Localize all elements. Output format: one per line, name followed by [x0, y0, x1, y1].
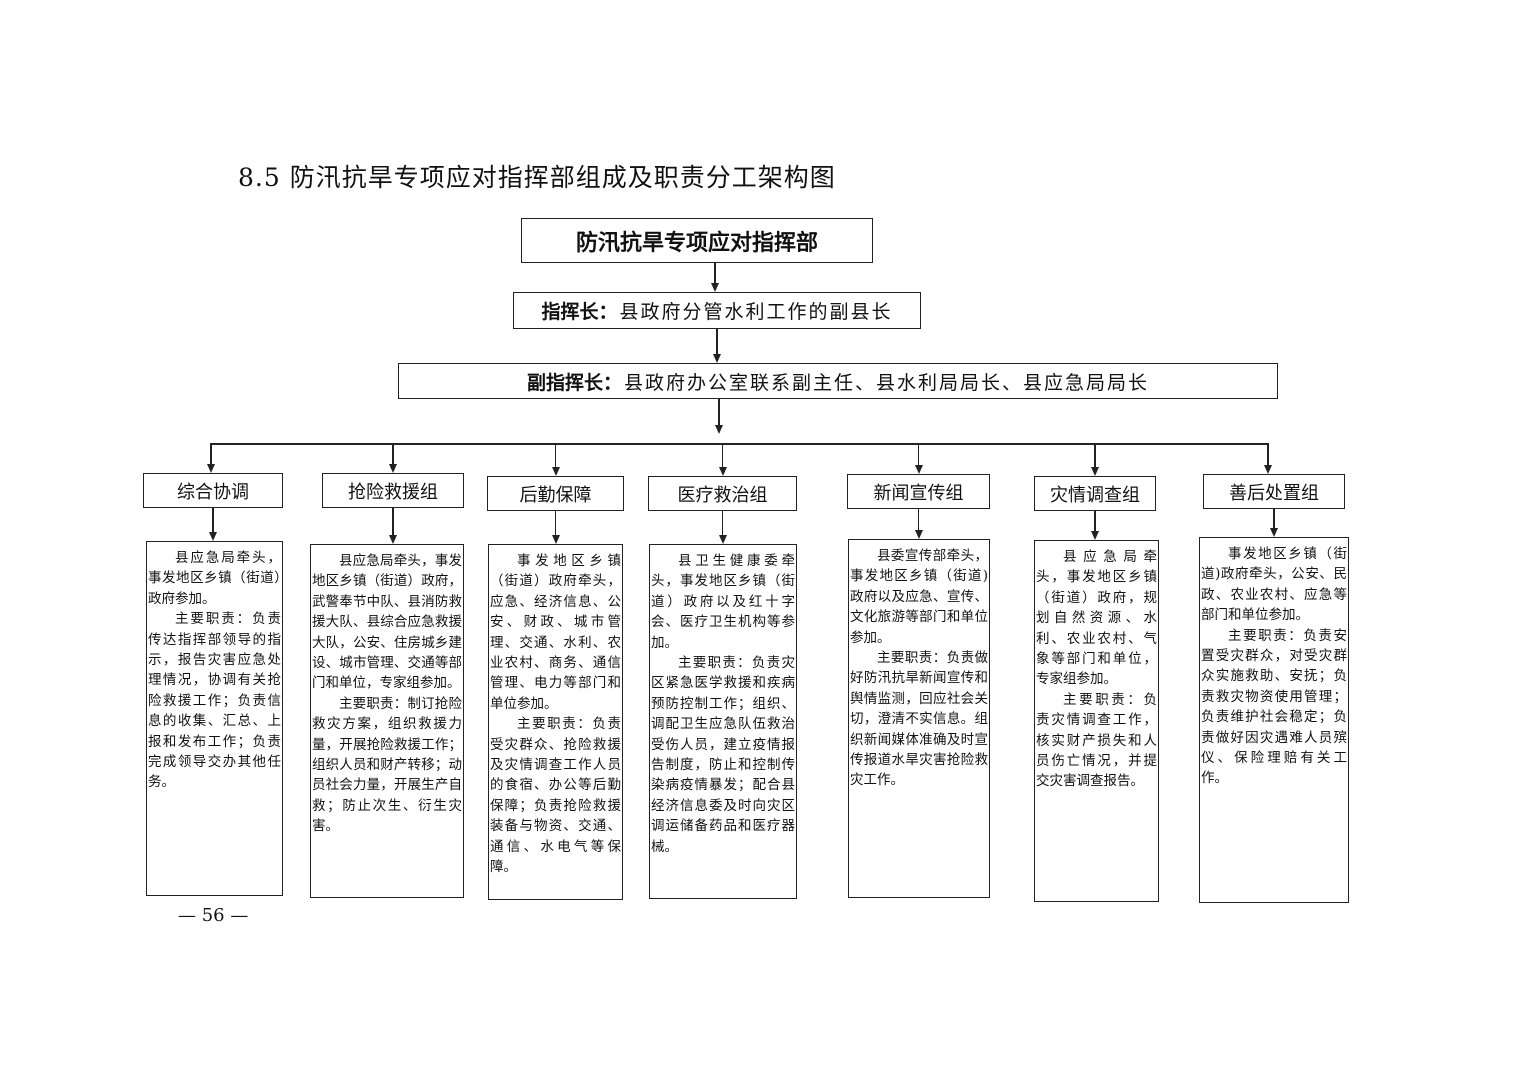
arrow-head-icon	[551, 467, 560, 476]
group-duties: 主要职责：负责安置受灾群众，对受灾群众实施救助、安抚；负责救灾物资使用管理；负责…	[1201, 627, 1347, 787]
group-members: 事发地区乡镇（街道）政府牵头，应急、经济信息、公安、财政、城市管理、交通、水利、…	[490, 553, 621, 712]
hq-box: 防汛抗旱专项应对指挥部	[521, 218, 873, 263]
arrow-head-icon	[718, 535, 727, 544]
deputy-value: 县政府办公室联系副主任、县水利局局长、县应急局局长	[624, 371, 1150, 394]
connector-line	[721, 443, 724, 468]
group-duties: 主要职责：负责传达指挥部领导的指示，报告灾害应急处理情况，协调有关抢险救援工作；…	[148, 611, 281, 791]
group-detail-7: 事发地区乡镇（街道)政府牵头，公安、民政、农业农村、应急等部门和单位参加。主要职…	[1199, 537, 1349, 903]
group-members: 事发地区乡镇（街道)政府牵头，公安、民政、农业农村、应急等部门和单位参加。	[1201, 546, 1347, 624]
connector-line	[210, 443, 212, 465]
group-detail-1: 县应急局牵头，事发地区乡镇（街道）政府参加。主要职责：负责传达指挥部领导的指示，…	[146, 541, 283, 896]
arrow-head-icon	[1091, 467, 1099, 476]
arrow-head-icon	[718, 467, 727, 476]
group-duties: 主要职责：负责灾情调查工作，核实财产损失和人员伤亡情况，并提交灾害调查报告。	[1036, 691, 1157, 790]
deputy-label: 副指挥长：	[526, 371, 622, 394]
group-box-7: 善后处置组	[1203, 474, 1345, 509]
page-title: 8.5 防汛抗旱专项应对指挥部组成及职责分工架构图	[238, 163, 836, 192]
arrow-head-icon	[1264, 465, 1272, 474]
group-box-6: 灾情调查组	[1034, 476, 1156, 511]
arrow-head-icon	[389, 535, 397, 544]
connector-line	[554, 511, 557, 536]
connector-line	[721, 511, 724, 536]
arrow-head-icon	[207, 464, 215, 473]
group-box-4: 医疗救治组	[648, 476, 797, 511]
group-members: 县卫生健康委牵头，事发地区乡镇（街道）政府以及红十字会、医疗卫生机构等参加。	[651, 553, 795, 651]
arrow-head-icon	[914, 465, 923, 474]
group-detail-6: 县应急局牵头，事发地区乡镇（街道）政府，规划自然资源、水利、农业农村、气象等部门…	[1034, 540, 1159, 902]
connector-line	[1273, 509, 1275, 529]
commander-value: 县政府分管水利工作的副县长	[619, 301, 893, 323]
group-detail-4: 县卫生健康委牵头，事发地区乡镇（街道）政府以及红十字会、医疗卫生机构等参加。主要…	[649, 544, 797, 899]
group-members: 县应急局牵头，事发地区乡镇（街道）政府，武警奉节中队、县消防救援大队、县综合应急…	[312, 553, 462, 692]
group-detail-2: 县应急局牵头，事发地区乡镇（街道）政府，武警奉节中队、县消防救援大队、县综合应急…	[310, 544, 464, 898]
commander-box: 指挥长： 县政府分管水利工作的副县长	[513, 292, 921, 329]
page-number: — 56 —	[178, 905, 249, 926]
group-duties: 主要职责：负责做好防汛抗旱新闻宣传和舆情监测，回应社会关切，澄清不实信息。组织新…	[850, 650, 988, 789]
connector-line	[714, 263, 716, 284]
connector-line	[392, 508, 394, 536]
connector-line	[212, 508, 214, 533]
group-box-1: 综合协调	[143, 473, 283, 508]
group-members: 县应急局牵头，事发地区乡镇（街道）政府，规划自然资源、水利、农业农村、气象等部门…	[1036, 549, 1157, 688]
group-duties: 主要职责：负责受灾群众、抢险救援及灾情调查工作人员的食宿、办公等后勤保障；负责抢…	[490, 716, 621, 876]
connector-line	[917, 443, 920, 466]
connector-line	[1267, 443, 1269, 466]
branch-line	[211, 443, 1268, 445]
group-members: 县委宣传部牵头，事发地区乡镇（街道)政府以及应急、宣传、文化旅游等部门和单位参加…	[850, 548, 988, 646]
arrow-head-icon	[914, 530, 923, 539]
connector-line	[917, 509, 920, 531]
arrow-head-icon	[713, 354, 721, 363]
arrow-head-icon	[1091, 531, 1099, 540]
commander-label: 指挥长：	[541, 301, 618, 323]
group-duties: 主要职责：负责灾区紧急医学救援和疾病预防控制工作；组织、调配卫生应急队伍救治受伤…	[651, 655, 795, 855]
group-box-3: 后勤保障	[487, 476, 624, 511]
arrow-head-icon	[715, 425, 723, 434]
group-box-5: 新闻宣传组	[847, 474, 990, 509]
arrow-head-icon	[389, 464, 397, 473]
connector-line	[392, 443, 394, 465]
connector-line	[1094, 443, 1096, 468]
arrow-head-icon	[209, 532, 217, 541]
group-members: 县应急局牵头，事发地区乡镇（街道）政府参加。	[148, 550, 281, 607]
group-box-2: 抢险救援组	[322, 473, 464, 508]
group-detail-5: 县委宣传部牵头，事发地区乡镇（街道)政府以及应急、宣传、文化旅游等部门和单位参加…	[848, 539, 990, 898]
connector-line	[718, 399, 720, 426]
group-detail-3: 事发地区乡镇（街道）政府牵头，应急、经济信息、公安、财政、城市管理、交通、水利、…	[488, 544, 623, 900]
connector-line	[1094, 511, 1096, 532]
deputy-box: 副指挥长： 县政府办公室联系副主任、县水利局局长、县应急局局长	[398, 363, 1278, 399]
arrow-head-icon	[551, 535, 560, 544]
connector-line	[554, 443, 557, 468]
arrow-head-icon	[1270, 528, 1278, 537]
arrow-head-icon	[711, 283, 719, 292]
group-duties: 主要职责：制订抢险救灾方案，组织救援力量，开展抢险救援工作；组织人员和财产转移；…	[312, 695, 462, 835]
connector-line	[716, 329, 718, 355]
